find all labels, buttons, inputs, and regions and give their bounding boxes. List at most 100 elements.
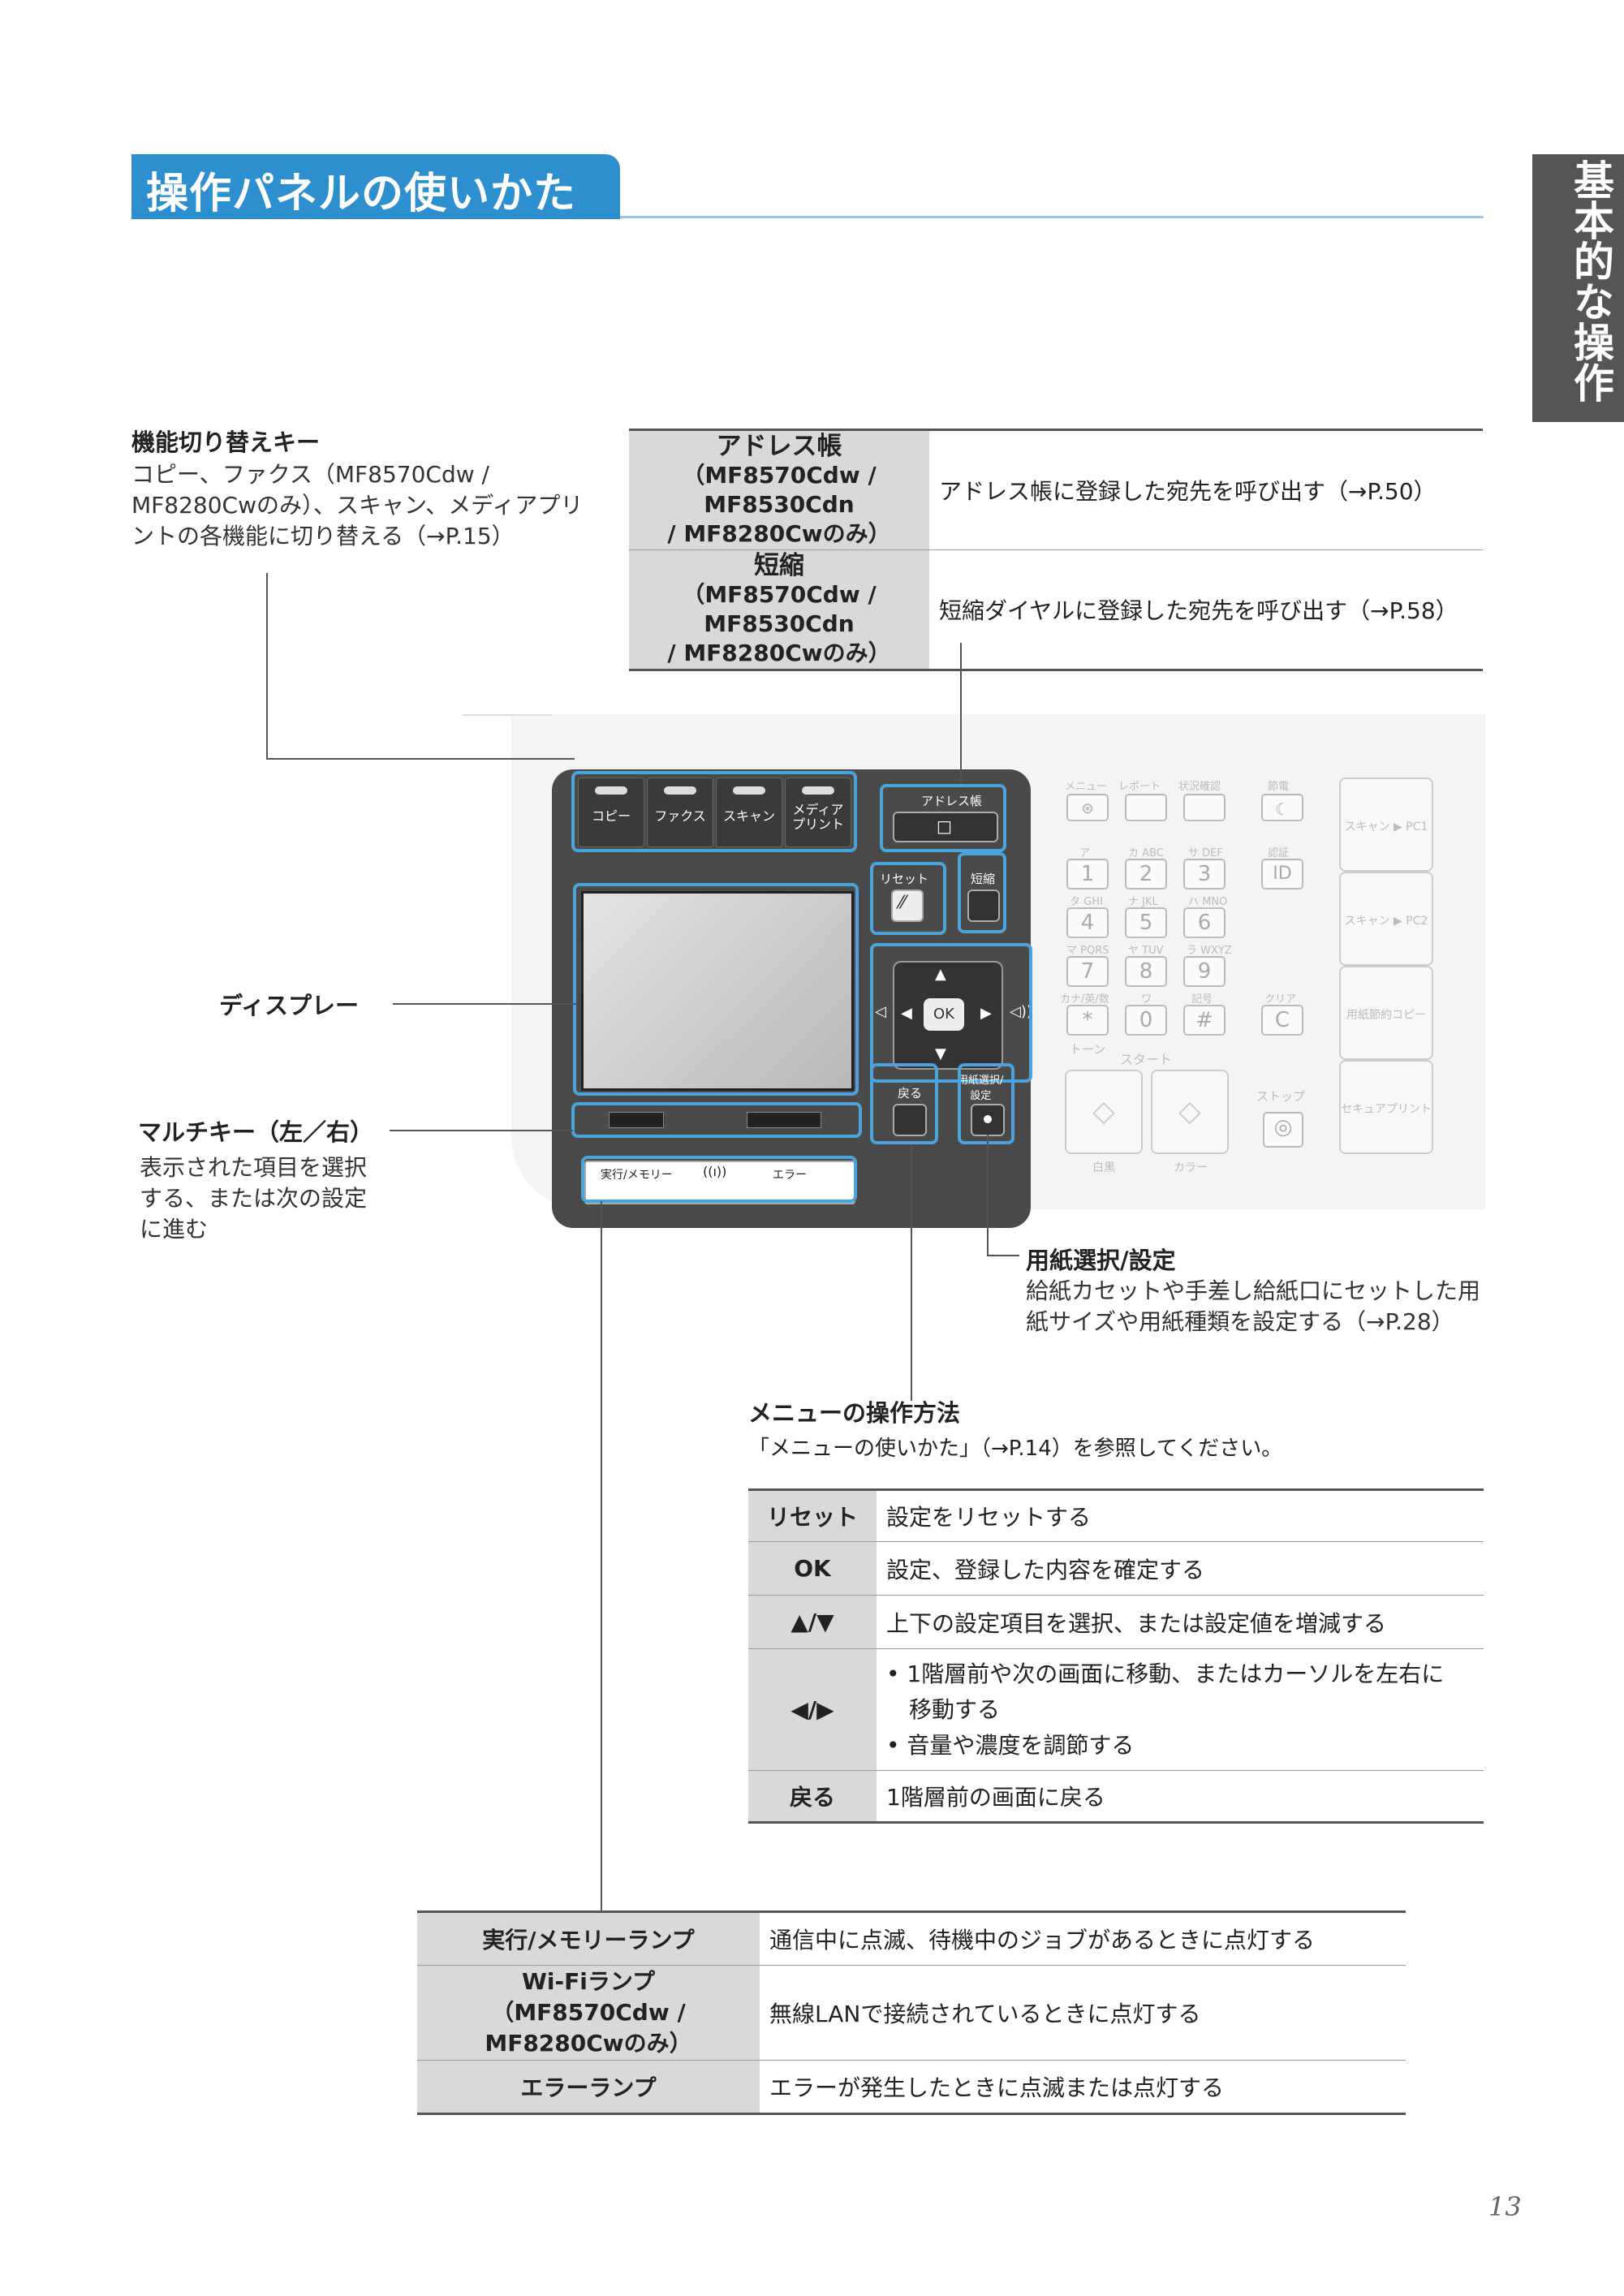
leftright-desc: • 1階層前や次の画面に移動、またはカーソルを左右に 移動する • 音量や濃度を… (877, 1648, 1484, 1771)
numkey-label-4: タ GHI (1070, 896, 1103, 908)
clear-key[interactable]: C (1261, 1005, 1303, 1036)
back-key-cell: 戻る (748, 1770, 877, 1823)
exec-lamp-desc: 通信中に点滅、待機中のジョブがあるときに点灯する (769, 1927, 1316, 1954)
copy-key[interactable]: コピー (578, 778, 644, 847)
title-banner (131, 154, 620, 219)
dpad-highlight (870, 943, 1032, 1083)
address-table: アドレス帳 （MF8570Cdw / MF8530Cdn / MF8280Cwの… (629, 429, 1483, 671)
multi-keys-desc: 表示された項目を選択する、または次の設定に進む (140, 1154, 368, 1243)
bw-start-key[interactable]: ◇ (1065, 1070, 1143, 1154)
color-start-key[interactable]: ◇ (1151, 1070, 1229, 1154)
scan-pc1-key[interactable]: スキャン ▶ PC1 (1339, 778, 1433, 872)
address-book-key: アドレス帳 （MF8570Cdw / MF8530Cdn / MF8280Cwの… (629, 429, 929, 550)
title-rule (620, 216, 1484, 218)
media-print-key[interactable]: メディア プリント (785, 778, 851, 847)
menu-key[interactable]: ⊛ (1066, 794, 1109, 821)
numkey-label-9: ラ WXYZ (1187, 945, 1232, 957)
numkey-7[interactable]: 7 (1066, 956, 1109, 987)
error-lamp-label: エラー (773, 1169, 807, 1182)
menu-desc: 「メニューの使いかた」（→P.14）を参照してください。 (748, 1437, 1283, 1461)
left-arrow-icon[interactable]: ◀ (901, 1005, 912, 1022)
ok-key-cell: OK (748, 1541, 877, 1596)
address-book-key-button[interactable]: □ (893, 812, 998, 842)
numkey-hash[interactable]: # (1183, 1005, 1226, 1036)
numkey-star[interactable]: * (1066, 1005, 1109, 1036)
shortcut-key: 短縮 （MF8570Cdw / MF8530Cdn / MF8280Cwのみ） (629, 549, 929, 670)
multi-key-right[interactable] (747, 1112, 821, 1128)
back-desc: 1階層前の画面に戻る (877, 1770, 1484, 1823)
up-arrow-icon[interactable]: ▲ (935, 966, 946, 983)
error-lamp-desc: エラーが発生したときに点滅または点灯する (760, 2060, 1406, 2114)
address-book-highlight (880, 784, 1006, 852)
shortcut-desc: 短縮ダイヤルに登録した宛先を呼び出す（→P.58） (929, 549, 1483, 670)
leader-menu (911, 1146, 912, 1401)
page-title: 操作パネルの使いかた (146, 170, 577, 218)
scan-key[interactable]: スキャン (716, 778, 782, 847)
report-key[interactable] (1125, 794, 1167, 821)
side-tab-label: 基本的な操作 (1567, 159, 1614, 403)
numkey-4[interactable]: 4 (1066, 907, 1109, 938)
multi-keys-highlight (571, 1102, 862, 1138)
down-arrow-icon[interactable]: ▼ (935, 1045, 946, 1062)
reset-highlight (870, 862, 946, 935)
fax-key[interactable]: ファクス (647, 778, 713, 847)
report-label: レポート (1118, 781, 1161, 793)
page-number: 13 (1488, 2191, 1522, 2222)
back-highlight (870, 1063, 938, 1144)
status-key[interactable] (1183, 794, 1226, 821)
error-lamp-cell: エラーランプ (417, 2060, 760, 2114)
numkey-label-3: サ DEF (1188, 847, 1223, 859)
numkey-0[interactable]: 0 (1125, 1005, 1167, 1036)
stop-label: ストップ (1256, 1089, 1306, 1104)
volume-up-icon: ◁)) (1010, 1003, 1032, 1020)
ok-key[interactable]: OK (924, 998, 964, 1031)
lamp-table: 実行/メモリーランプ通信中に点滅、待機中のジョブがあるときに点灯する Wi-Fi… (417, 1910, 1406, 2115)
lamps-highlight (581, 1156, 857, 1203)
lamp-strip (584, 1161, 855, 1204)
leader-multi (390, 1130, 573, 1131)
paper-save-copy-key[interactable]: 用紙節約コピー (1339, 966, 1433, 1060)
energy-save-icon[interactable]: ☾ (1261, 794, 1303, 821)
secure-print-key[interactable]: セキュアプリント (1339, 1060, 1433, 1154)
numkey-8[interactable]: 8 (1125, 956, 1167, 987)
numkey-label-hash: 記号 (1191, 993, 1213, 1006)
color-label: カラー (1174, 1161, 1208, 1174)
updown-desc: 上下の設定項目を選択、または設定値を増減する (877, 1595, 1484, 1649)
numkey-9[interactable]: 9 (1183, 956, 1226, 987)
stop-key[interactable]: ◎ (1263, 1112, 1303, 1148)
leftright-key-cell: ◀/▶ (748, 1648, 877, 1771)
auth-label: 認証 (1268, 847, 1290, 859)
paper-setting-label: 用紙選択/ 設定 (958, 1075, 1004, 1102)
numkey-6[interactable]: 6 (1183, 907, 1226, 938)
shortcut-key-button[interactable] (967, 890, 1000, 922)
address-book-label: アドレス帳 (921, 794, 983, 808)
address-book-desc: アドレス帳に登録した宛先を呼び出す（→P.50） (939, 478, 1437, 505)
id-key[interactable]: ID (1261, 859, 1303, 890)
numkey-5[interactable]: 5 (1125, 907, 1167, 938)
multi-key-left[interactable] (609, 1112, 664, 1128)
wifi-icon: ((ı)) (703, 1164, 727, 1179)
paper-setting-highlight (958, 1063, 1014, 1144)
back-key[interactable] (893, 1104, 927, 1136)
function-keys-desc: コピー、ファクス（MF8570Cdw / MF8280Cwのみ）、スキャン、メデ… (131, 461, 584, 549)
wifi-lamp-desc: 無線LANで接続されているときに点灯する (760, 1965, 1406, 2061)
numkey-3[interactable]: 3 (1183, 859, 1226, 890)
device-edge (463, 714, 552, 716)
wifi-lamp-cell: Wi-Fiランプ（MF8570Cdw / MF8280Cwのみ） (417, 1965, 760, 2061)
leader-function-v (266, 573, 268, 760)
paper-setting-title: 用紙選択/設定 (1026, 1247, 1176, 1274)
updown-key-cell: ▲/▼ (748, 1595, 877, 1649)
numkey-label-5: ナ JKL (1128, 896, 1158, 908)
leader-paper-h (987, 1255, 1019, 1256)
shortcut-label: 短縮 (971, 872, 996, 886)
scan-pc2-key[interactable]: スキャン ▶ PC2 (1339, 872, 1433, 966)
numkey-2[interactable]: 2 (1125, 859, 1167, 890)
multi-keys-title: マルチキー（左／右） (138, 1118, 374, 1146)
numkey-1[interactable]: 1 (1066, 859, 1109, 890)
reset-key-cell: リセット (748, 1489, 877, 1542)
display-title: ディスプレー (219, 992, 359, 1019)
menu-title: メニューの操作方法 (748, 1399, 961, 1427)
reset-key[interactable]: ⁄⁄ (891, 890, 924, 922)
right-arrow-icon[interactable]: ▶ (980, 1005, 992, 1022)
